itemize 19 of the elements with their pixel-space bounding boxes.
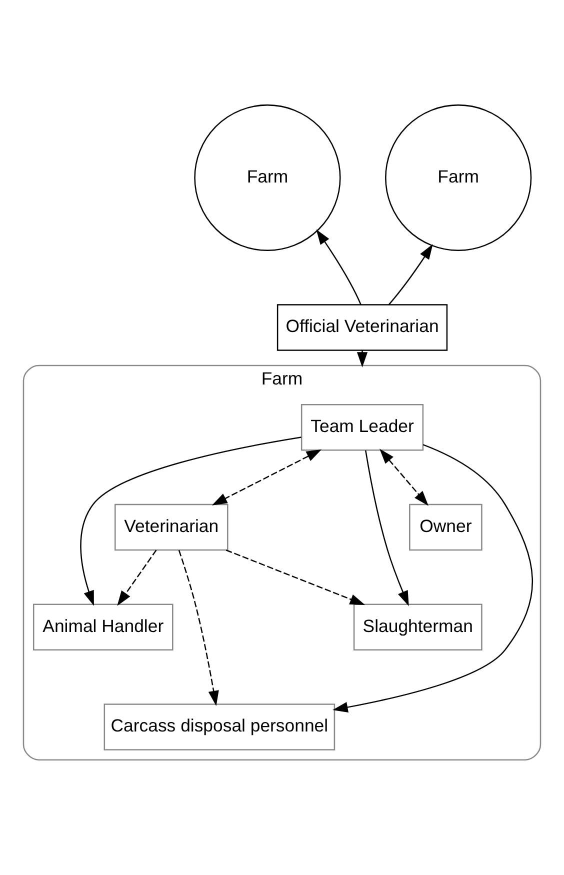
node-box: Team Leader bbox=[300, 404, 424, 451]
node-circle: Farm bbox=[194, 104, 341, 252]
arrow bbox=[226, 550, 366, 605]
arrow bbox=[117, 550, 157, 606]
arrow bbox=[80, 436, 302, 606]
arrow bbox=[178, 550, 219, 706]
arrow bbox=[332, 444, 533, 712]
node-box: Veterinarian bbox=[114, 504, 228, 551]
node-box: Owner bbox=[409, 504, 482, 551]
arrow bbox=[365, 450, 409, 606]
arrow bbox=[380, 448, 428, 506]
arrow bbox=[388, 244, 433, 306]
arrow bbox=[212, 449, 322, 506]
node-box: Animal Handler bbox=[32, 604, 174, 650]
node-box: Official Veterinarian bbox=[276, 304, 448, 351]
node-box: Carcass disposal personnel bbox=[104, 704, 336, 750]
node-circle: Farm bbox=[385, 104, 532, 252]
node-box: Slaughterman bbox=[353, 604, 482, 650]
arrow bbox=[316, 229, 362, 305]
